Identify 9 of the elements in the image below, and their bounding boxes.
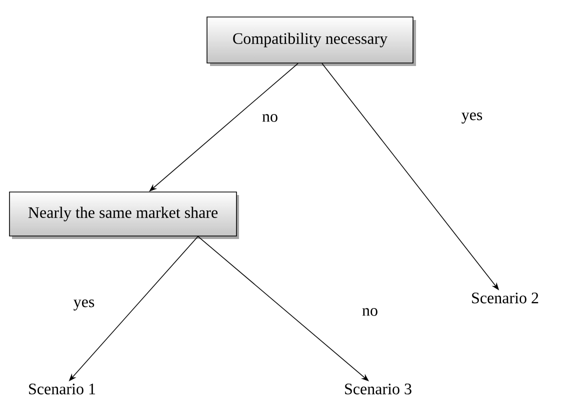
decision-box: Compatibility necessary — [206, 16, 416, 66]
outcome-label: Scenario 3 — [345, 384, 412, 394]
outcome-label: Scenario 2 — [472, 292, 538, 304]
outcome-label: Scenario 1 — [29, 384, 96, 394]
edge-label: no — [361, 307, 379, 317]
decision-box: Nearly the same market share — [9, 192, 239, 239]
edge-label: yes — [460, 112, 484, 124]
edge-label: no — [261, 113, 279, 123]
edge-label: yes — [72, 298, 96, 312]
